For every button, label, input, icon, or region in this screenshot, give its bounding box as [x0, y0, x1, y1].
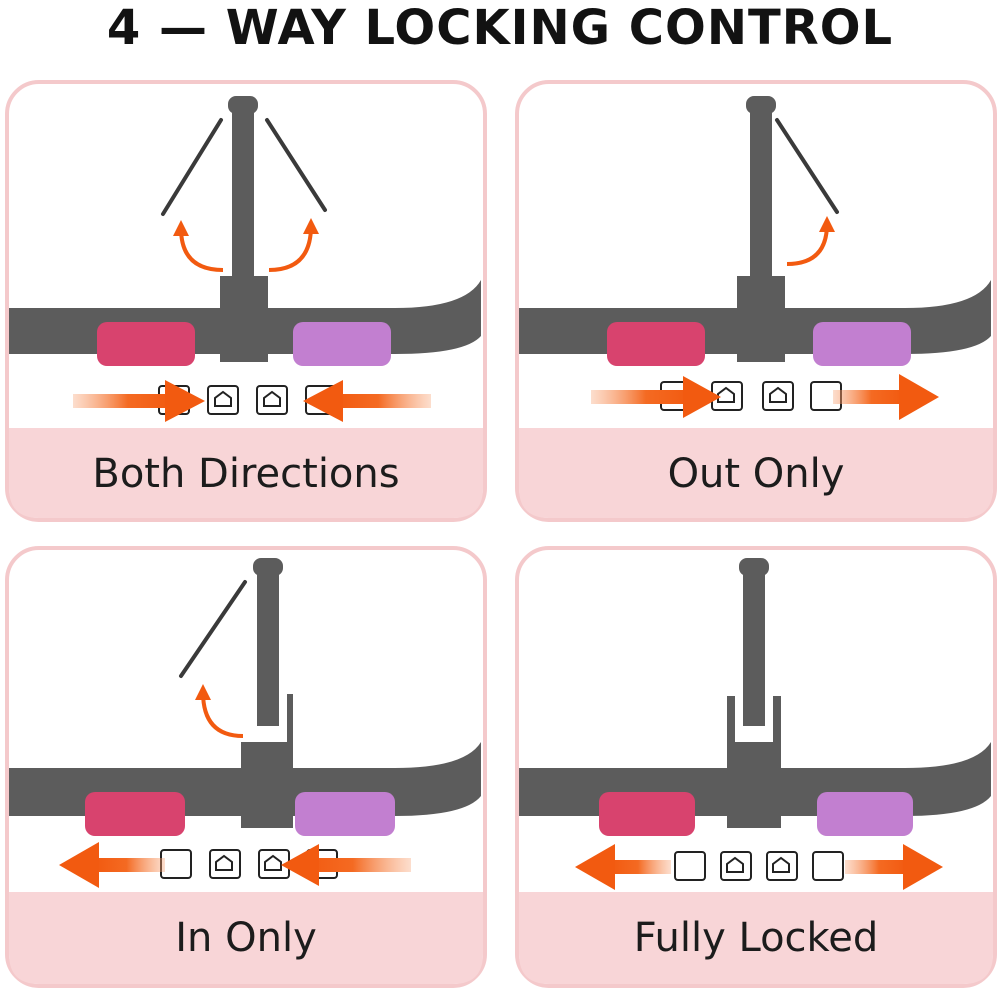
- arrow-right-icon: [591, 390, 691, 404]
- pin-stem: [232, 100, 254, 280]
- swing-line-right: [775, 118, 839, 214]
- lock-button-purple: [293, 322, 391, 366]
- curved-arrow-icon: [173, 220, 224, 272]
- arrow-left-icon: [335, 394, 431, 408]
- lock-button-pink: [607, 322, 705, 366]
- pin-stem: [257, 566, 279, 726]
- arrow-left-icon: [305, 858, 411, 872]
- pin-cap: [228, 96, 258, 114]
- swing-line-left: [179, 580, 247, 678]
- pin-cap: [746, 96, 776, 114]
- lock-button-pink: [599, 792, 695, 836]
- lock-button-purple: [813, 322, 911, 366]
- pin-cap: [253, 558, 283, 576]
- arrow-left-icon: [95, 858, 165, 872]
- illustration-in-only: [5, 546, 487, 988]
- pin-cap: [739, 558, 769, 576]
- curved-arrow-icon: [786, 216, 835, 266]
- page-title: 4 — WAY LOCKING CONTROL: [106, 0, 894, 56]
- lock-button-pink: [85, 792, 185, 836]
- illustration-both-directions: [5, 80, 487, 522]
- arrow-right-icon: [833, 390, 903, 404]
- lock-button-pink: [97, 322, 195, 366]
- mode-label: Fully Locked: [633, 915, 879, 961]
- panel-fully-locked: Fully Locked: [515, 546, 997, 988]
- lock-block: [241, 694, 293, 828]
- curved-arrow-icon: [268, 218, 319, 272]
- pin-stem: [750, 100, 772, 280]
- pin-stem: [743, 566, 765, 726]
- lock-block: [737, 276, 785, 362]
- lock-button-purple: [295, 792, 395, 836]
- indicator-row: [674, 851, 844, 881]
- swing-line-right: [265, 118, 327, 212]
- lock-block: [727, 696, 781, 828]
- mode-label: In Only: [175, 915, 317, 961]
- swing-line-left: [161, 118, 223, 216]
- panel-both-directions: Both Directions: [5, 80, 487, 522]
- panel-out-only: Out Only: [515, 80, 997, 522]
- mode-label: Out Only: [667, 451, 845, 497]
- lock-block: [220, 276, 268, 362]
- illustration-fully-locked: [515, 546, 997, 988]
- panel-in-only: In Only: [5, 546, 487, 988]
- arrow-left-icon: [611, 860, 671, 874]
- illustration-out-only: [515, 80, 997, 522]
- lock-button-purple: [817, 792, 913, 836]
- arrow-right-icon: [73, 394, 173, 408]
- arrow-right-icon: [845, 860, 907, 874]
- curved-arrow-icon: [195, 684, 244, 738]
- mode-label: Both Directions: [92, 451, 400, 497]
